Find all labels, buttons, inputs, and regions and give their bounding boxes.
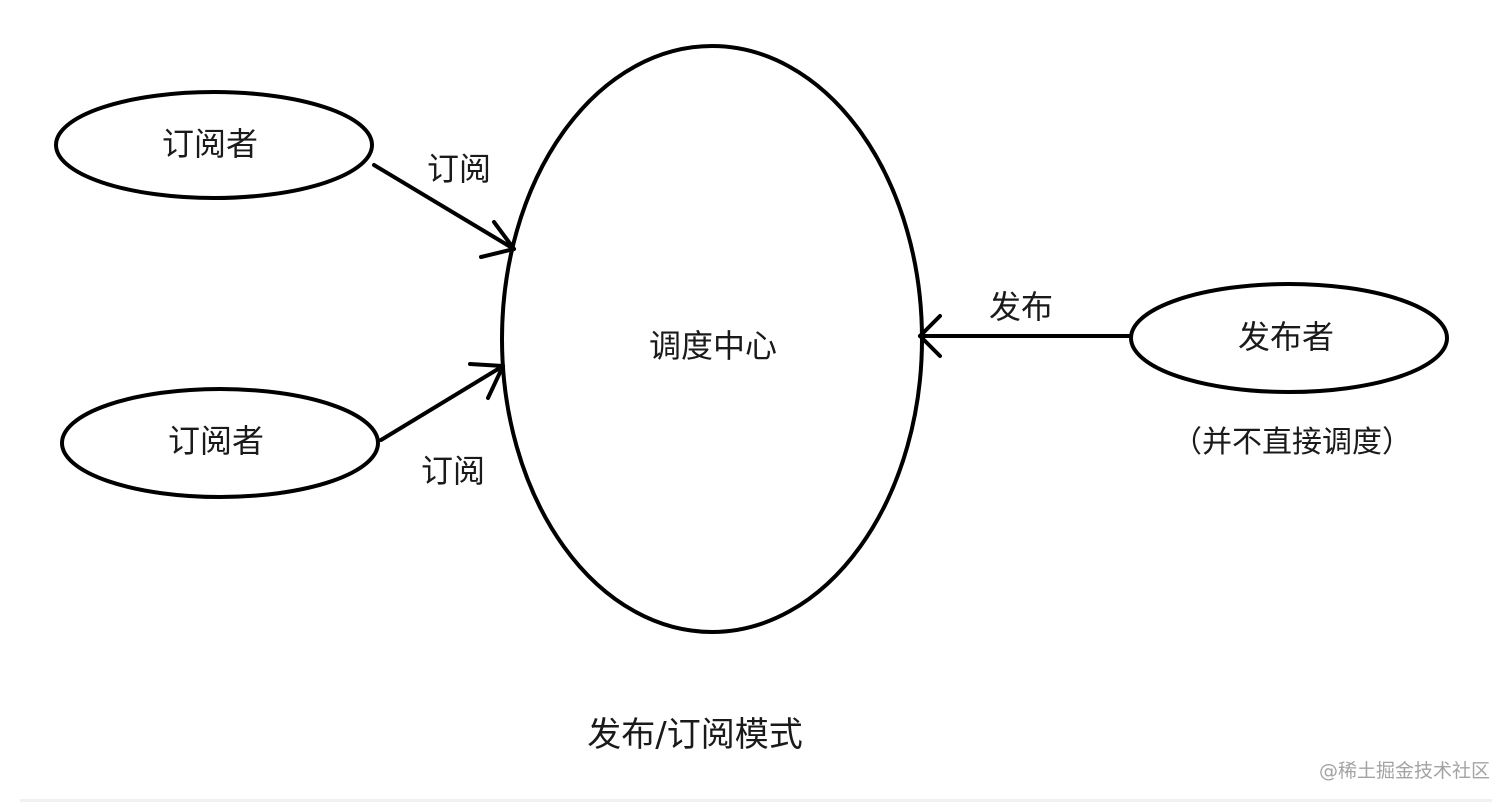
subscribe-bottom-label: 订阅	[421, 452, 485, 490]
dispatch-center-node: 调度中心	[500, 44, 924, 634]
subscriber-bottom-label: 订阅者	[168, 422, 264, 460]
publish-label: 发布	[989, 288, 1053, 326]
publisher-note: （并不直接调度）	[1172, 425, 1412, 460]
diagram-caption: 发布/订阅模式	[587, 715, 802, 755]
subscriber-bottom-node: 订阅者	[60, 387, 380, 499]
subscribe-top-arrowhead	[479, 220, 516, 259]
subscribe-bottom-arrowhead	[468, 362, 505, 400]
bottom-divider	[20, 799, 1492, 802]
subscriber-bottom-ellipse	[60, 387, 380, 499]
subscriber-top-ellipse	[54, 90, 374, 200]
subscriber-top-node: 订阅者	[54, 90, 374, 200]
publisher-label: 发布者	[1238, 318, 1334, 356]
publish-arrowhead	[918, 314, 942, 358]
subscriber-top-label: 订阅者	[162, 125, 258, 163]
dispatch-center-label: 调度中心	[649, 327, 777, 365]
subscribe-top-edge: 订阅	[372, 150, 516, 259]
subscribe-bottom-arrow-line	[379, 364, 505, 442]
subscribe-bottom-edge: 订阅	[379, 362, 505, 490]
publish-edge: 发布	[918, 288, 1133, 358]
watermark-text: @稀土掘金技术社区	[1319, 760, 1490, 782]
subscribe-top-label: 订阅	[427, 150, 491, 188]
publisher-node: 发布者	[1129, 282, 1449, 394]
subscribe-top-arrow-line	[372, 163, 516, 251]
